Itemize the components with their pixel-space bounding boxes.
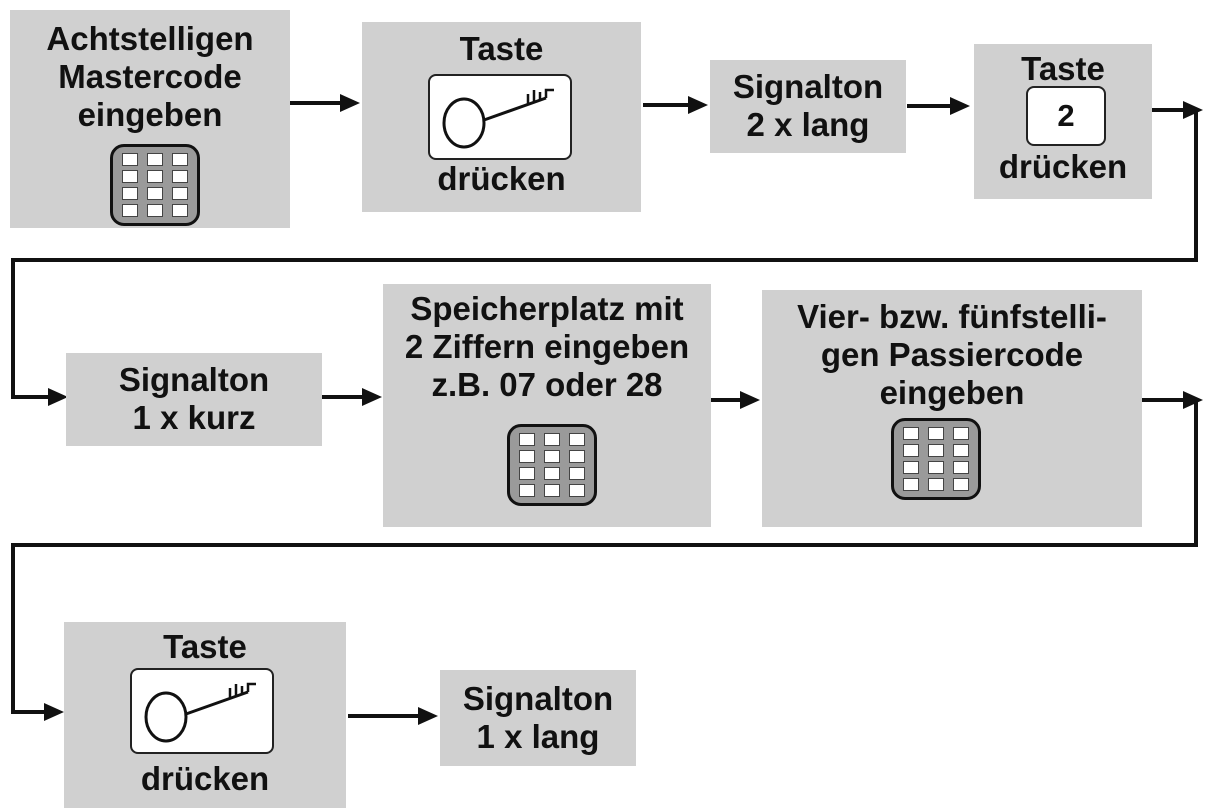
step-line: eingeben — [77, 96, 223, 133]
step-line: 2 Ziffern eingeben — [404, 328, 690, 365]
key-icon — [130, 668, 274, 754]
step-line: eingeben — [879, 374, 1025, 411]
keypad-icon — [110, 144, 200, 226]
step-line: z.B. 07 oder 28 — [431, 366, 663, 403]
step-label-top: Taste — [163, 628, 247, 665]
step-signal-1x-short: Signalton 1 x kurz — [66, 353, 322, 446]
step-line: Mastercode — [58, 58, 242, 95]
step-press-key-button: Taste drücken — [362, 22, 641, 212]
step-label-top: Taste — [459, 30, 544, 67]
step-enter-master-code: Achtstelligen Mastercode eingeben — [10, 10, 290, 228]
step-line: Speicherplatz mit — [410, 290, 684, 327]
keypad-icon — [507, 424, 597, 506]
step-line: Vier- bzw. fünfstelli- — [797, 298, 1107, 335]
key-icon — [428, 74, 572, 160]
step-line: 1 x kurz — [132, 399, 256, 436]
step-signal-2x-long: Signalton 2 x lang — [710, 60, 906, 153]
key-2-icon: 2 — [1026, 86, 1106, 146]
step-press-key-2: Taste 2 drücken — [974, 44, 1152, 199]
step-label-bottom: drücken — [998, 148, 1128, 185]
step-signal-1x-long: Signalton 1 x lang — [440, 670, 636, 766]
step-line: Signalton — [118, 361, 270, 398]
step-label-bottom: drücken — [140, 760, 270, 797]
keypad-icon — [891, 418, 981, 500]
step-label-bottom: drücken — [437, 160, 566, 197]
step-line: Signalton — [732, 68, 884, 105]
step-line: gen Passiercode — [820, 336, 1084, 373]
step-line: 2 x lang — [746, 106, 870, 143]
step-line: Achtstelligen — [46, 20, 254, 57]
step-line: Signalton — [462, 680, 614, 717]
step-label-top: Taste — [1021, 50, 1105, 87]
step-line: 1 x lang — [476, 718, 600, 755]
step-enter-pass-code: Vier- bzw. fünfstelli- gen Passiercode e… — [762, 290, 1142, 527]
step-enter-memory-slot: Speicherplatz mit 2 Ziffern eingeben z.B… — [383, 284, 711, 527]
step-press-key-button-final: Taste drücken — [64, 622, 346, 808]
